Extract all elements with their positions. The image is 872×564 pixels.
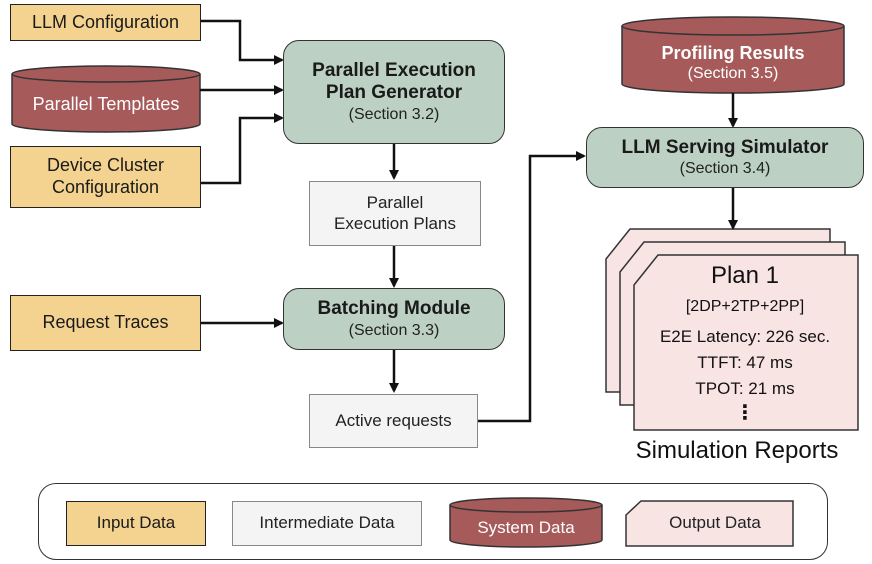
plans-label-line2: Execution Plans [334,213,456,233]
report-plan-config: [2DP+2TP+2PP] [685,298,805,315]
llm-serving-simulator-module: LLM Serving Simulator (Section 3.4) [586,127,864,188]
report-e2e-latency: E2E Latency: 226 sec. [659,327,831,346]
active-requests-box: Active requests [309,394,478,448]
report-ellipsis: ⋮ [735,402,755,424]
connectors [200,19,738,423]
arrow-device-cluster-to-generator [201,113,284,185]
report-stack [605,228,859,431]
parallel-templates-label-wrap: Parallel Templates [12,84,200,124]
legend-intermediate-label: Intermediate Data [259,513,395,533]
llm-configuration-label: LLM Configuration [31,11,180,32]
arrow-llm-config-to-generator [201,19,284,65]
legend-input-data: Input Data [66,501,206,546]
legend-input-label: Input Data [96,513,176,533]
parallel-templates-label: Parallel Templates [32,93,180,114]
simulator-section: (Section 3.4) [679,160,771,178]
batching-module-title: Batching Module [317,298,471,319]
parallel-execution-plans-box: Parallel Execution Plans [309,181,481,246]
profiling-results-label-wrap: Profiling Results (Section 3.5) [622,38,844,88]
batching-module-section: (Section 3.3) [348,321,440,339]
simulator-title: LLM Serving Simulator [621,136,829,158]
cylinder-profiling-results [621,16,845,94]
plan-generator-module: Parallel Execution Plan Generator (Secti… [283,40,505,144]
report-plan-title: Plan 1 [710,262,780,289]
legend-system-label-wrap: System Data [450,512,602,544]
request-traces-label: Request Traces [42,312,169,333]
plans-label-line1: Parallel [366,193,424,213]
cylinder-parallel-templates [11,65,201,133]
report-ttft: TTFT: 47 ms [697,353,793,372]
profiling-results-section: (Section 3.5) [687,65,779,83]
active-requests-label: Active requests [335,410,452,430]
simulation-reports-caption: Simulation Reports [635,437,839,464]
profiling-results-label: Profiling Results [661,42,805,63]
legend-intermediate-data: Intermediate Data [232,501,422,546]
batching-module: Batching Module (Section 3.3) [283,288,505,350]
arrow-active-to-simulator [478,151,586,423]
request-traces-box: Request Traces [10,295,201,351]
device-cluster-label-line2: Configuration [51,177,160,197]
report-sheet-front [633,254,859,431]
llm-configuration-box: LLM Configuration [10,4,201,41]
device-cluster-box: Device Cluster Configuration [10,146,201,208]
legend-output-label: Output Data [669,513,761,532]
device-cluster-label-line1: Device Cluster [46,155,165,176]
legend-system-label: System Data [477,518,575,538]
plan-generator-title-line1: Parallel Execution [312,59,476,81]
plan-generator-section: (Section 3.2) [348,106,440,124]
report-tpot: TPOT: 21 ms [695,379,795,398]
plan-generator-title-line2: Plan Generator [325,82,463,104]
